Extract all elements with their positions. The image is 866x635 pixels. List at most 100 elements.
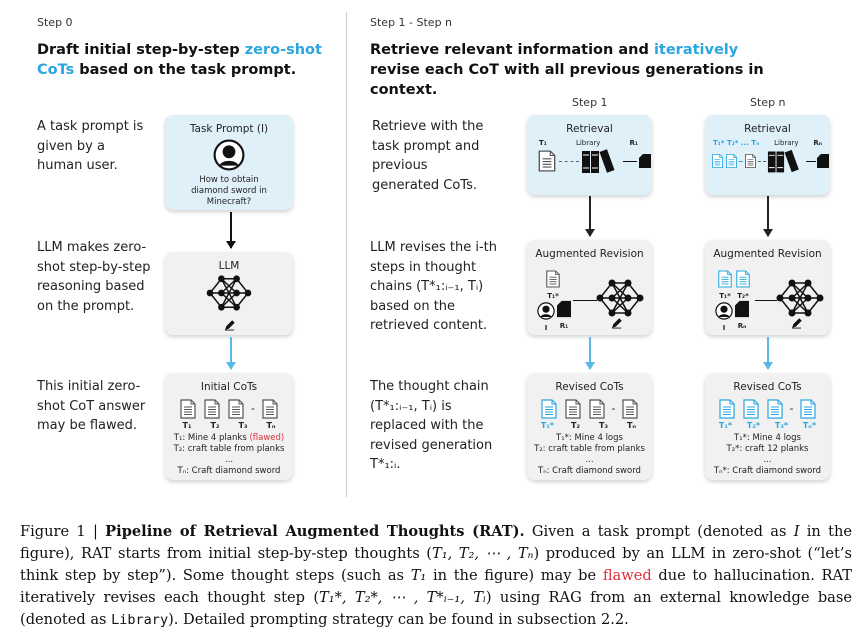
llm-box: LLM	[165, 252, 293, 335]
document-icon	[540, 399, 558, 419]
cot-line-2: T₂: craft table from planks	[534, 444, 645, 454]
augmented-revision-title: Augmented Revision	[535, 248, 644, 260]
section-divider	[346, 12, 347, 497]
neural-network-icon	[205, 274, 253, 312]
doc-label: T₂*	[746, 421, 761, 430]
doc-label: T₂	[210, 421, 220, 430]
doc-label: T₁	[182, 421, 192, 430]
library-books-icon	[581, 149, 621, 173]
revised-cots-title: Revised CoTs	[555, 381, 624, 393]
arrow-down-blue	[585, 337, 595, 370]
retrieved-page-icon	[817, 154, 829, 168]
doc-label: T₁*	[547, 292, 559, 300]
retrieval-box-step1: Retrieval T₁ Library R₁	[527, 115, 652, 195]
llm-title: LLM	[218, 260, 240, 272]
initial-cots-box: Initial CoTs – T₁ T₂ T₃ Tₙ T₁: Mine 4 plank…	[165, 373, 293, 480]
prompt-label: I	[722, 324, 726, 332]
doc-label: T₁*	[540, 421, 555, 430]
doc-label: T₁*	[719, 292, 731, 300]
arrow-down	[763, 196, 773, 237]
task-prompt-question: How to obtain diamond sword in Minecraft…	[191, 175, 267, 207]
document-icon	[799, 399, 817, 419]
document-icon	[718, 399, 736, 419]
doc-label: Tₙ*	[802, 421, 817, 430]
user-icon	[715, 302, 733, 320]
arrow-down-blue	[763, 337, 773, 370]
pencil-icon	[611, 318, 622, 329]
document-icon	[744, 153, 757, 169]
cot-ellipsis: ...	[224, 455, 234, 465]
retrieved-page-icon	[557, 300, 571, 318]
retrieved-label: Rₙ	[737, 322, 747, 330]
pencil-icon	[791, 318, 802, 329]
document-icon	[227, 399, 245, 419]
retrieved-label: R₁	[629, 139, 638, 147]
step0-desc-prompt: A task prompt is given by a human user.	[37, 119, 144, 173]
cot-ellipsis: ...	[585, 455, 594, 465]
initial-cots-title: Initial CoTs	[200, 381, 258, 393]
retrieved-page-icon	[639, 154, 651, 168]
cot-line-1: T₁: Mine 4 planks (flawed)	[173, 433, 285, 443]
arrow-right	[573, 300, 597, 301]
step0-desc-initial: This initial zero-shot CoT answer may be…	[37, 379, 146, 433]
user-icon	[537, 302, 555, 320]
library-books-icon	[767, 149, 805, 173]
doc-label: T₂*	[737, 292, 749, 300]
document-icon	[621, 399, 639, 419]
user-icon	[213, 139, 245, 171]
document-icon	[725, 153, 738, 169]
document-icon	[588, 399, 606, 419]
cot-line-2: T₂*: craft 12 planks	[726, 444, 809, 454]
step0-desc-llm: LLM makes zero-shot step-by-step reasoni…	[37, 240, 151, 314]
document-icon	[742, 399, 760, 419]
stepn-heading: Retrieve relevant information and iterat…	[370, 42, 764, 98]
doc-label: T₃	[599, 421, 608, 430]
document-icon	[179, 399, 197, 419]
retrieved-page-icon	[735, 300, 749, 318]
cot-line-n: Tₙ: Craft diamond sword	[177, 466, 281, 476]
stepn-desc-revise: LLM revises the i-th steps in thought ch…	[370, 240, 497, 333]
revised-cots-title: Revised CoTs	[733, 381, 802, 393]
stepn-desc-retrieve: Retrieve with the task prompt and previo…	[372, 119, 484, 193]
doc-label: Tₙ	[626, 421, 637, 430]
doc-label: Tₙ	[266, 421, 276, 430]
arrow-right	[755, 300, 777, 301]
retrieval-title: Retrieval	[566, 123, 613, 135]
doc-icons: –	[165, 399, 293, 419]
arrow-down-blue	[226, 337, 236, 370]
cot-line-n: Tₙ: Craft diamond sword	[538, 466, 641, 476]
prompt-label: I	[544, 324, 548, 332]
revised-cots-box-stepn: Revised CoTs – T₁*T₂*T₃*Tₙ* T₁*: Mine 4 …	[705, 373, 830, 480]
doc-label: T₃	[238, 421, 248, 430]
thought-label: T₁* T₂* ... Tₙ	[713, 139, 760, 147]
neural-network-icon	[595, 278, 645, 318]
doc-label: T₂	[571, 421, 580, 430]
stepn-desc-replace: The thought chain (T*₁:ᵢ₋₁, Tᵢ) is repla…	[370, 379, 493, 472]
document-icon	[537, 150, 557, 172]
retrieval-title: Retrieval	[744, 123, 791, 135]
arrow-down	[226, 212, 236, 249]
document-icon	[564, 399, 582, 419]
arrow-down	[585, 196, 595, 237]
document-icon	[766, 399, 784, 419]
augmented-revision-box-step1: Augmented Revision T₁* I R₁	[527, 240, 652, 335]
thought-label: T₁	[539, 139, 547, 147]
step0-label: Step 0	[37, 16, 73, 29]
doc-label: T₃*	[774, 421, 789, 430]
document-icon	[203, 399, 221, 419]
augmented-revision-title: Augmented Revision	[713, 248, 822, 260]
neural-network-icon	[775, 278, 825, 318]
step0-heading: Draft initial step-by-step zero-shot CoT…	[37, 42, 322, 78]
cot-line-n: Tₙ*: Craft diamond sword	[713, 466, 822, 476]
stepn-label: Step 1 - Step n	[370, 16, 453, 29]
task-prompt-title: Task Prompt (I)	[189, 123, 269, 135]
library-label: Library	[575, 139, 601, 147]
cot-line-1: T₁*: Mine 4 logs	[734, 433, 801, 443]
document-icon	[717, 270, 733, 288]
stepn-col-label: Step n	[750, 96, 786, 109]
document-icon	[261, 399, 279, 419]
task-prompt-box: Task Prompt (I) How to obtain diamond sw…	[165, 115, 293, 210]
cot-ellipsis: ...	[763, 455, 772, 465]
